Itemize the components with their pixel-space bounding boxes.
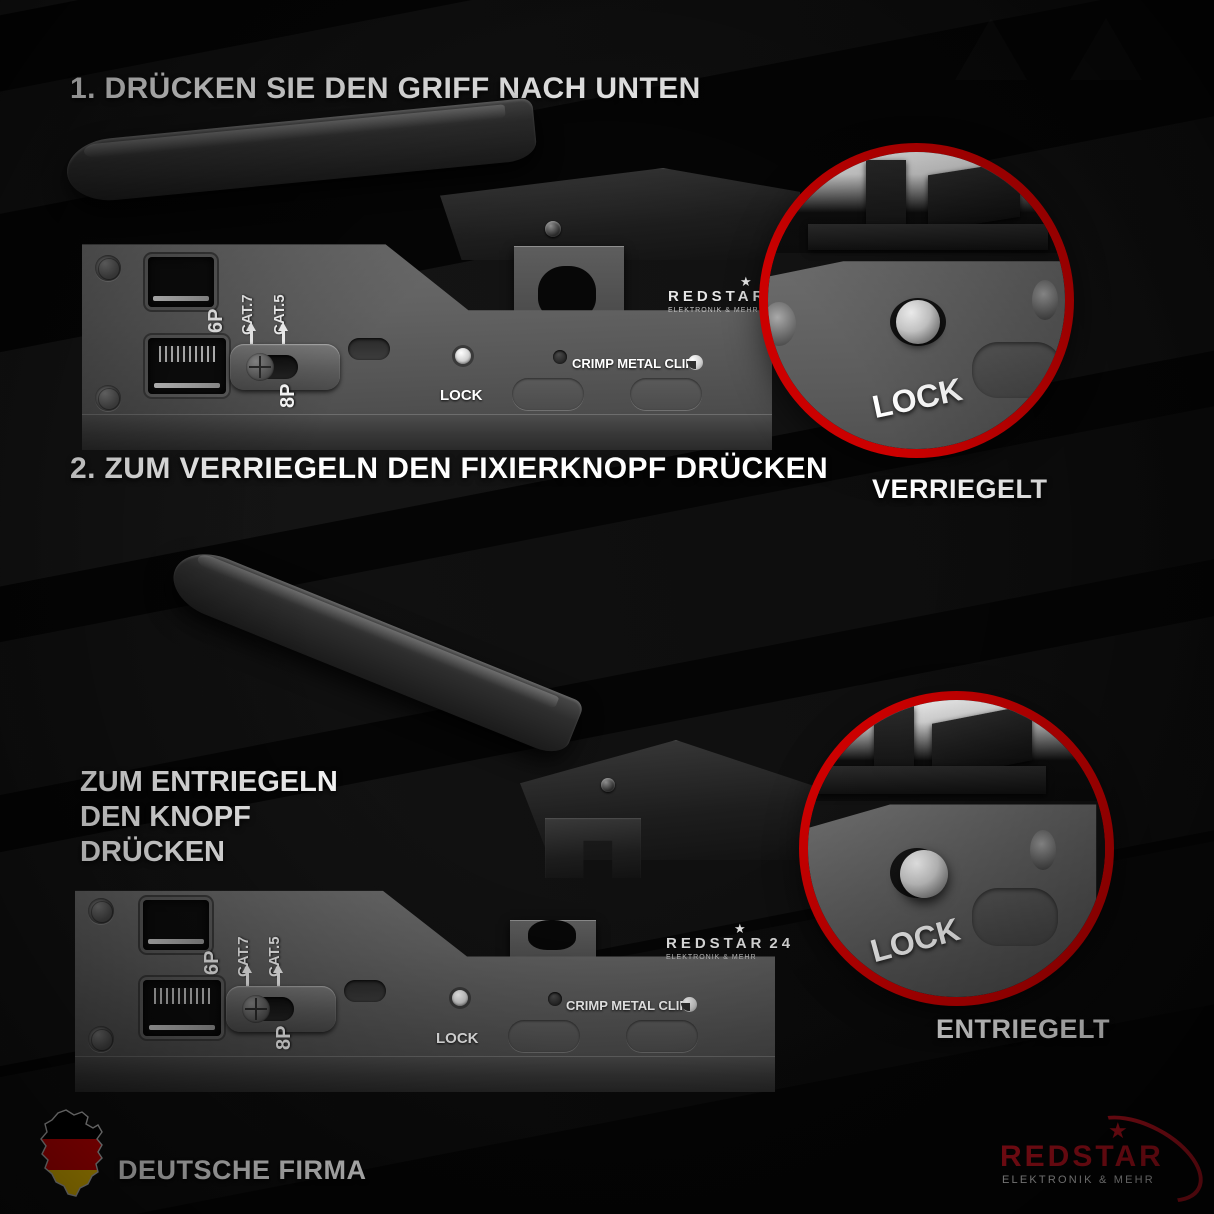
infographic-canvas: 1. DRÜCKEN SIE DEN GRIFF NACH UNTEN — [0, 0, 1214, 1214]
vignette-overlay — [0, 0, 1214, 1214]
